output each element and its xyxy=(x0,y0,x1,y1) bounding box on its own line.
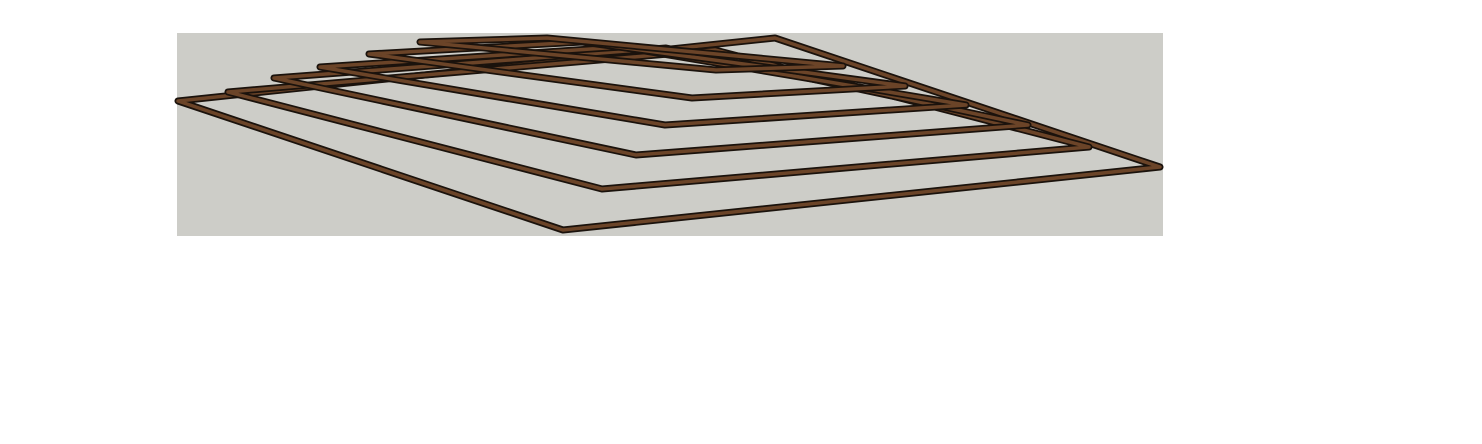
stacked-frames xyxy=(174,34,1164,234)
frame-6 xyxy=(416,34,847,74)
frame-beam xyxy=(226,48,1091,191)
frame-3 xyxy=(270,44,1032,159)
frame-beam xyxy=(418,36,845,72)
frame-2 xyxy=(224,46,1093,193)
frame-5 xyxy=(365,38,909,102)
frame-beam xyxy=(272,46,1030,157)
frame-beam xyxy=(367,40,907,100)
